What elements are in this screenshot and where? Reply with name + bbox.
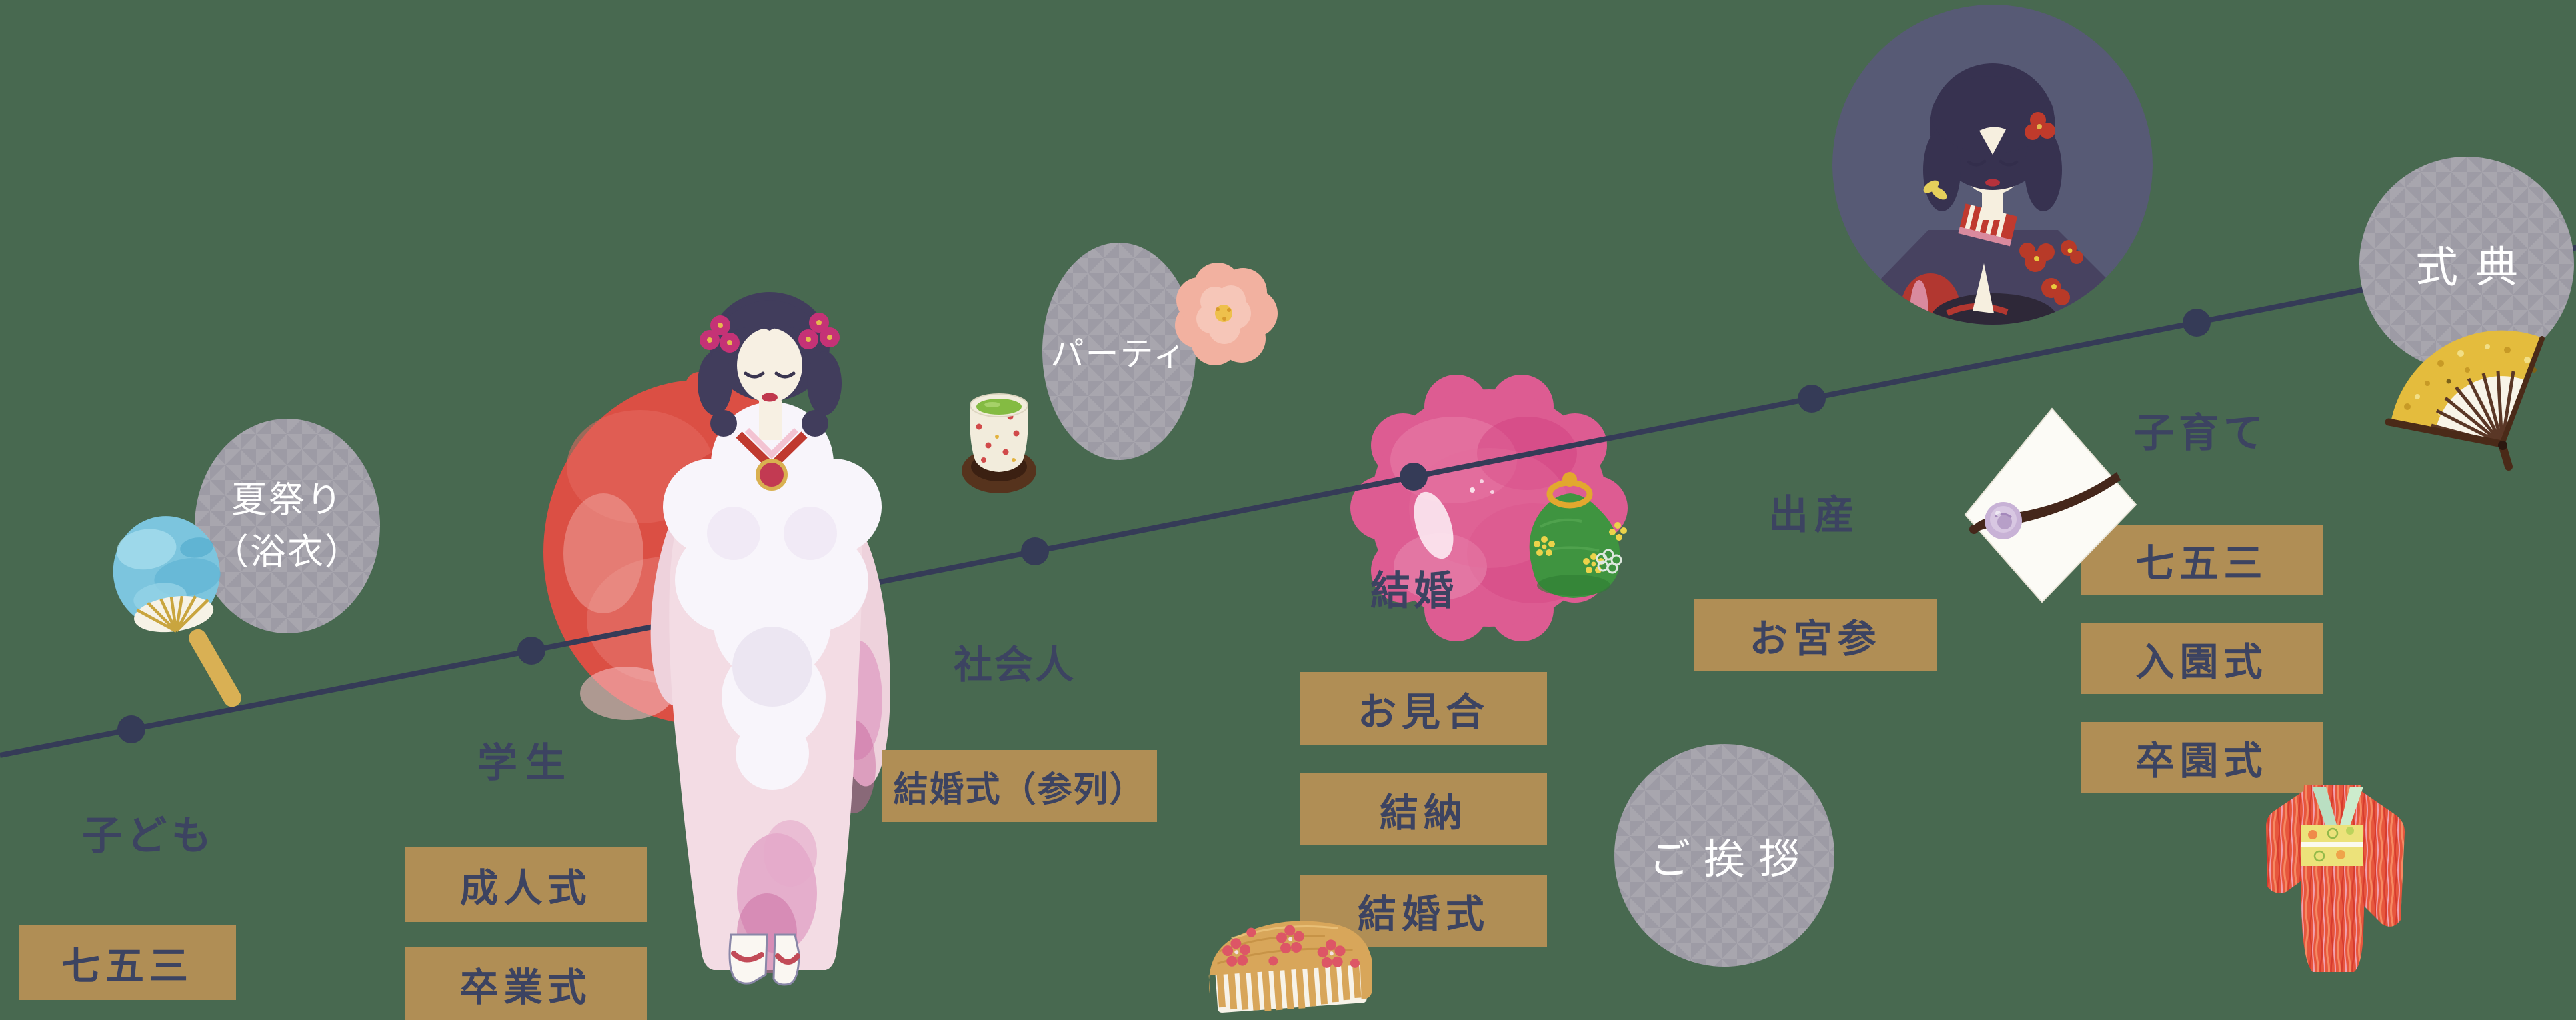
category-circle-party[interactable]: パーティ xyxy=(1042,243,1196,460)
furisode-woman-icon xyxy=(650,292,890,986)
comb-icon xyxy=(1208,921,1373,1013)
stage-label-birth: 出産 xyxy=(1768,493,1860,537)
event-button-sotsugyoshiki[interactable]: 卒業式 xyxy=(405,947,647,1020)
tea-cup-icon xyxy=(962,393,1036,493)
category-circle-shikiten[interactable]: 式典 xyxy=(2359,157,2574,371)
category-circle-natsumatsuri[interactable]: 夏祭り （浴衣） xyxy=(195,419,380,633)
kanzashi-hairpin-icon xyxy=(1964,407,2137,603)
event-button-sotsuenshiki[interactable]: 卒園式 xyxy=(2081,722,2323,793)
event-button-kekkonshiki-sanretsu[interactable]: 結婚式（参列） xyxy=(882,750,1157,822)
stage-label-marriage: 結婚 xyxy=(1370,569,1457,613)
event-button-seijinshiki[interactable]: 成人式 xyxy=(405,847,647,922)
event-button-nyuenshiki[interactable]: 入園式 xyxy=(2081,623,2323,694)
timeline-dot-birth xyxy=(1798,385,1826,413)
event-button-shichigosan-parenting[interactable]: 七五三 xyxy=(2081,525,2323,595)
timeline-dot-marriage xyxy=(1400,463,1428,491)
timeline-dot-student xyxy=(517,637,545,665)
red-kimono-icon xyxy=(2266,785,2405,972)
woman-portrait-icon xyxy=(1832,5,2153,325)
kinchaku-purse-icon xyxy=(1529,472,1627,598)
stage-label-adult: 社会人 xyxy=(954,643,1076,687)
event-button-yuino[interactable]: 結納 xyxy=(1300,773,1547,845)
category-label-party: パーティ xyxy=(1050,335,1188,373)
category-label-goaisatsu: ご挨拶 xyxy=(1648,835,1813,883)
peony-flower-icon xyxy=(1175,263,1278,365)
category-label-shikiten: 式典 xyxy=(2415,243,2535,293)
category-circle-goaisatsu[interactable]: ご挨拶 xyxy=(1614,744,1834,967)
category-label-natsumatsuri-line1: 夏祭り xyxy=(231,478,343,521)
folding-fan-icon xyxy=(2385,330,2545,471)
stage-label-student: 学生 xyxy=(477,741,573,785)
timeline-dot-adult xyxy=(1021,537,1049,565)
timeline-dot-parenting xyxy=(2183,309,2211,337)
uchiwa-fan-icon xyxy=(113,516,241,707)
category-label-natsumatsuri-line2: （浴衣） xyxy=(213,531,362,573)
stage-label-parenting: 子育て xyxy=(2134,411,2268,455)
event-button-omiyamairi[interactable]: お宮参 xyxy=(1694,599,1937,671)
event-button-omiai[interactable]: お見合 xyxy=(1300,672,1547,745)
timeline-dot-child xyxy=(117,715,145,743)
stage-label-child: 子ども xyxy=(82,813,216,858)
event-button-shichigosan-child[interactable]: 七五三 xyxy=(19,925,236,1000)
